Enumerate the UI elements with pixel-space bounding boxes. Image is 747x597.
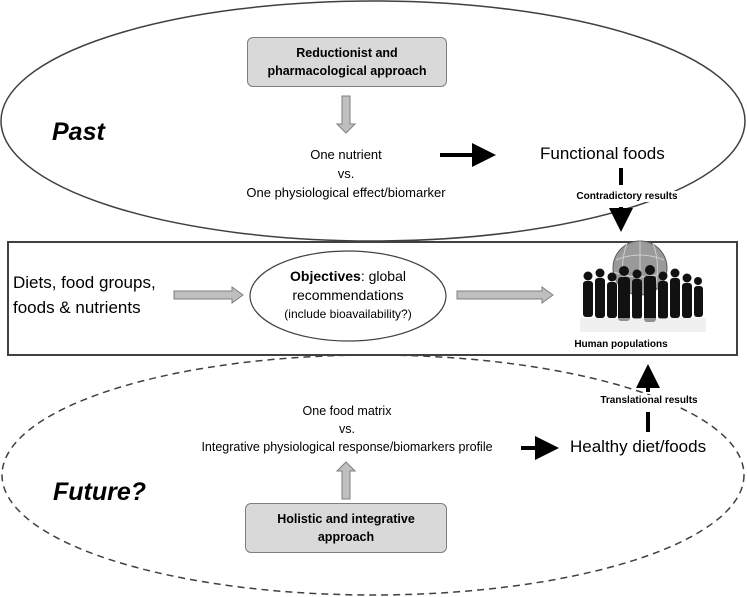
future-ellipse (1, 354, 745, 596)
objectives-rest: : global recommendations (292, 268, 406, 303)
contradictory-results-label: Contradictory results (565, 191, 689, 202)
objectives-note: (include bioavailability?) (284, 307, 412, 321)
functional-foods-label: Functional foods (540, 144, 665, 163)
objectives-to-population-arrow (456, 286, 554, 304)
future-up-arrow (335, 461, 357, 500)
holistic-approach-box: Holistic and integrative approach (245, 503, 447, 553)
reductionist-approach-box: Reductionist and pharmacological approac… (247, 37, 447, 87)
objectives-text: Objectives: global recommendations (252, 267, 444, 305)
past-down-arrow (335, 95, 357, 134)
inputs-text: Diets, food groups, foods & nutrients (13, 273, 156, 317)
inputs-to-objectives-arrow (173, 286, 244, 304)
future-relation-text: One food matrix vs. Integrative physiolo… (201, 404, 493, 454)
healthy-diet-label: Healthy diet/foods (570, 437, 707, 456)
past-relation-text: One nutrient vs. One physiological effec… (246, 147, 446, 200)
future-label: Future? (53, 478, 147, 506)
human-populations-image (580, 240, 706, 332)
objectives-label: Objectives (290, 268, 361, 284)
human-populations-label: Human populations (574, 339, 668, 350)
past-label: Past (52, 118, 105, 146)
translational-results-label: Translational results (588, 395, 710, 406)
objectives-ellipse (249, 250, 447, 342)
